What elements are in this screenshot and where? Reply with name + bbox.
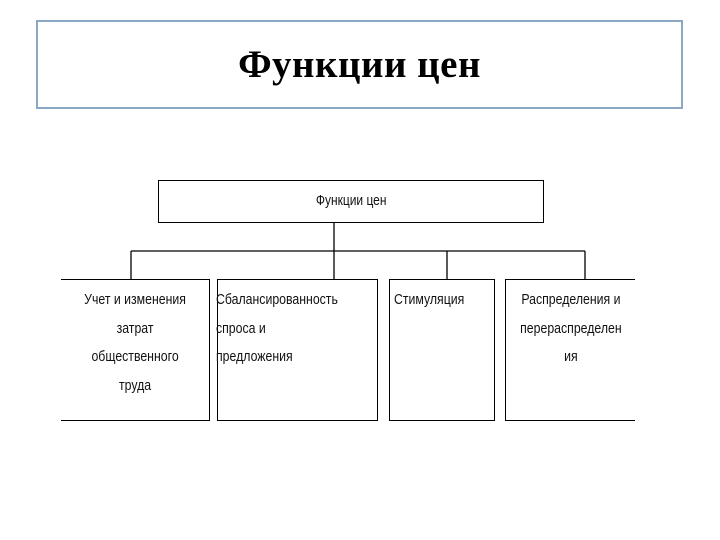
child-node-label: Сбалансированность спроса и предложения [216,291,339,365]
child-node-balance: Сбалансированность спроса и предложения [216,279,378,421]
child-node-label: Стимуляция [394,291,465,308]
child-node-label: Распределения и перераспределен ия [519,291,622,365]
root-node-label: Функции цен [315,192,387,210]
slide-title: Функции цен [238,43,481,86]
title-box: Функции цен [36,20,683,109]
child-node-label: Учет и изменения затрат общественного тр… [84,291,186,394]
child-node-cost-accounting: Учет и изменения затрат общественного тр… [61,279,210,421]
child-node-stimulation: Стимуляция [389,279,495,421]
child-node-distribution: Распределения и перераспределен ия [505,279,635,421]
root-node: Функции цен [158,180,544,223]
